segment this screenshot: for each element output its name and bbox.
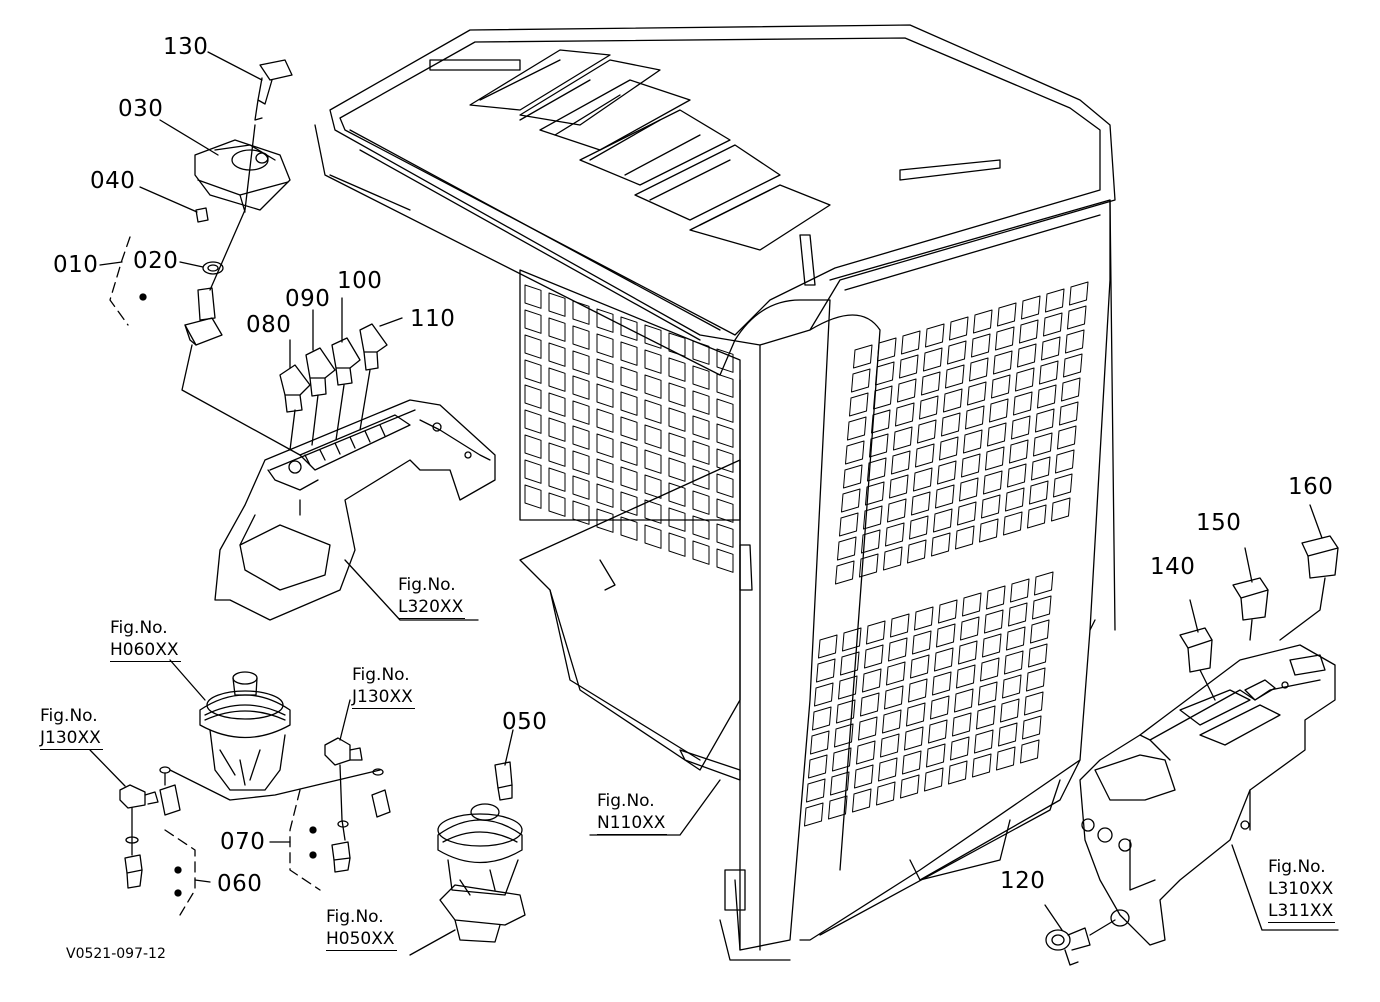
part-label-080: 080 (246, 312, 292, 338)
key-120 (1045, 905, 1129, 965)
fig-ref-j130-mid-line2: J130XX (352, 687, 415, 709)
part-label-150: 150 (1196, 510, 1242, 536)
fig-ref-h060: Fig.No. H060XX (110, 617, 181, 662)
left-control-panel (215, 400, 495, 620)
side-mesh-upper (836, 282, 1089, 584)
fig-ref-h060-line2: H060XX (110, 640, 181, 662)
pilot-valve-left (170, 660, 290, 790)
part-label-160: 160 (1288, 474, 1334, 500)
fittings-left (90, 750, 380, 915)
rear-mesh (525, 285, 733, 572)
drawing-code: V0521-097-12 (66, 946, 166, 962)
part-label-120: 120 (1000, 868, 1046, 894)
part-label-050: 050 (502, 709, 548, 735)
part-label-010: 010 (53, 252, 99, 278)
part-label-030: 030 (118, 96, 164, 122)
fig-ref-l320: Fig.No. L320XX (398, 574, 466, 619)
part-label-140: 140 (1150, 554, 1196, 580)
fig-ref-h050: Fig.No. H050XX (326, 906, 397, 951)
fig-ref-l310-line1: Fig.No. (1268, 857, 1326, 877)
fig-ref-n110-line2: N110XX (597, 813, 668, 835)
fig-ref-n110: Fig.No. N110XX (597, 790, 668, 835)
fig-ref-l310: Fig.No. L310XX L311XX (1268, 856, 1336, 923)
part-label-130: 130 (163, 34, 209, 60)
fig-ref-l320-line2: L320XX (398, 597, 466, 619)
fig-ref-j130-left-line1: Fig.No. (40, 706, 98, 726)
part-label-020: 020 (133, 248, 179, 274)
fig-ref-l310-line2: L310XX (1268, 879, 1334, 899)
side-mesh-lower (805, 572, 1054, 826)
fig-ref-j130-left-line2: J130XX (40, 728, 103, 750)
part-label-090: 090 (285, 286, 331, 312)
fig-ref-l320-line1: Fig.No. (398, 575, 456, 595)
key-switch-assembly (100, 52, 300, 455)
fittings-middle (270, 700, 390, 890)
fig-ref-h060-line1: Fig.No. (110, 618, 168, 638)
fig-ref-l310-line3: L311XX (1268, 901, 1336, 923)
fig-ref-leaders (590, 780, 720, 835)
console-switches (1180, 505, 1338, 700)
pilot-valve-right (410, 730, 525, 955)
fig-ref-j130-mid: Fig.No. J130XX (352, 664, 415, 709)
part-label-040: 040 (90, 168, 136, 194)
fig-ref-h050-line1: Fig.No. (326, 907, 384, 927)
part-label-070: 070 (220, 829, 266, 855)
part-label-060: 060 (217, 871, 263, 897)
right-control-console (1080, 645, 1338, 945)
fig-ref-j130-left: Fig.No. J130XX (40, 705, 103, 750)
rocker-switches (280, 298, 402, 450)
fig-ref-j130-mid-line1: Fig.No. (352, 665, 410, 685)
fig-ref-n110-line1: Fig.No. (597, 791, 655, 811)
part-label-110: 110 (410, 306, 456, 332)
part-label-100: 100 (337, 268, 383, 294)
cab-frame (315, 25, 1115, 960)
fig-ref-h050-line2: H050XX (326, 929, 397, 951)
